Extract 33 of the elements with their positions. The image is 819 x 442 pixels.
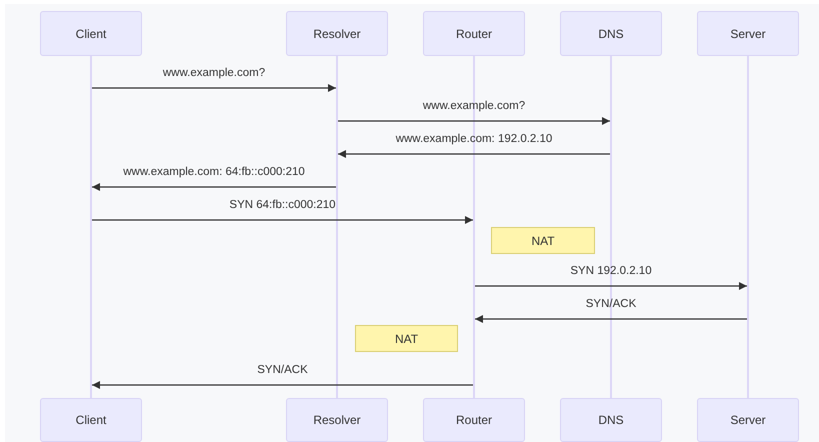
message-arrow <box>92 84 336 92</box>
message-label: www.example.com? <box>422 99 526 113</box>
participant-box: Server <box>697 11 799 56</box>
message-label: www.example.com: 64:fb::c000:210 <box>123 165 305 179</box>
lifeline <box>473 56 475 398</box>
message-label: www.example.com? <box>162 66 266 80</box>
message-label: SYN/ACK <box>257 363 308 377</box>
participant-box: Resolver <box>286 11 388 56</box>
message-arrow <box>92 183 336 191</box>
message-arrow <box>92 381 473 389</box>
participant-box: Router <box>423 11 525 56</box>
note-box: NAT <box>355 325 458 352</box>
message-arrow <box>475 282 747 290</box>
message-label: SYN 192.0.2.10 <box>570 264 652 278</box>
participant-box: DNS <box>560 11 662 56</box>
message-label: SYN/ACK <box>586 297 636 311</box>
participant-box: DNS <box>560 398 662 442</box>
message-arrow <box>338 150 610 158</box>
lifeline <box>90 56 92 398</box>
message-arrow <box>92 216 473 224</box>
participant-box: Router <box>423 398 525 442</box>
lifeline <box>336 56 338 398</box>
note-box: NAT <box>491 227 595 254</box>
message-label: www.example.com: 192.0.2.10 <box>396 132 552 146</box>
lifeline <box>610 56 612 398</box>
participant-box: Server <box>697 398 799 442</box>
lifeline <box>747 56 749 398</box>
participant-box: Client <box>40 398 142 442</box>
message-label: SYN 64:fb::c000:210 <box>229 198 336 212</box>
participant-box: Client <box>40 11 142 56</box>
participant-box: Resolver <box>286 398 388 442</box>
message-arrow <box>338 117 610 125</box>
message-arrow <box>475 315 747 323</box>
